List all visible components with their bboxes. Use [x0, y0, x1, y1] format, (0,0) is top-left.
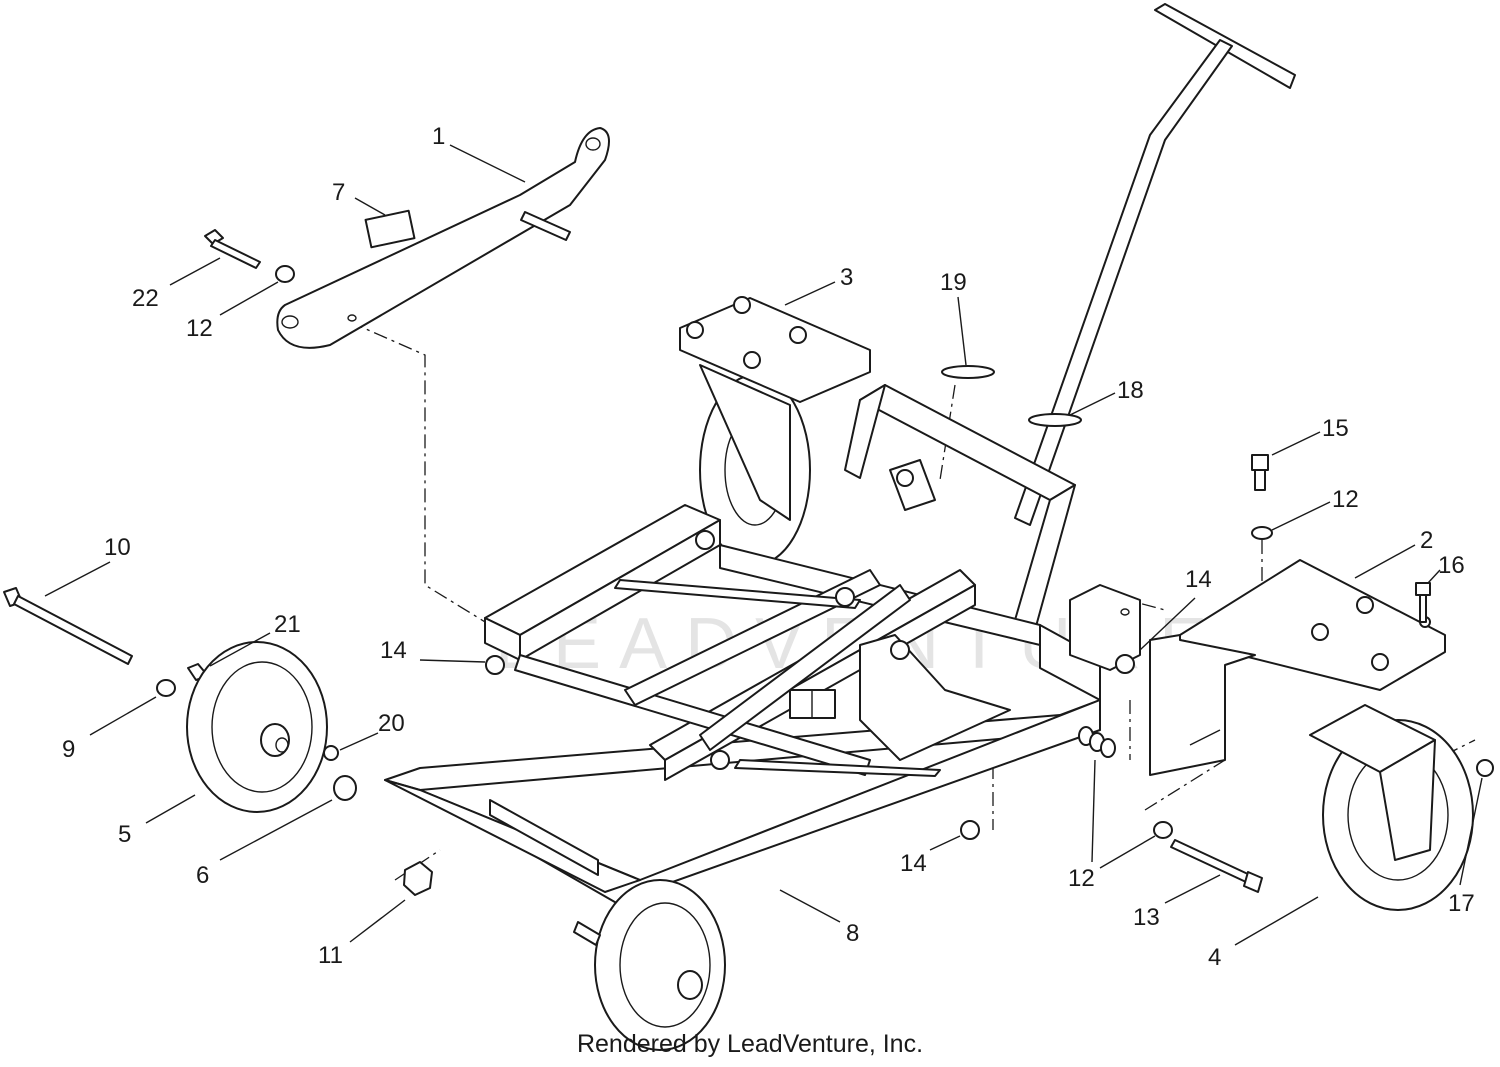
part-14-nut-right	[1115, 654, 1135, 674]
callout-14-lower: 14	[900, 850, 927, 877]
part-9-washer	[156, 679, 176, 697]
part-16-bolt	[1415, 582, 1431, 623]
part-11-nut	[403, 861, 433, 896]
callout-3: 3	[840, 264, 853, 291]
callout-1: 1	[432, 123, 445, 150]
callout-16: 16	[1438, 552, 1465, 579]
part-1-lift-bar	[276, 127, 610, 349]
part-8-frame	[384, 504, 1141, 906]
callout-12-right: 12	[1332, 486, 1359, 513]
part-12-washer-top	[275, 265, 295, 283]
part-6-spacer	[333, 775, 357, 801]
part-4-caster-wheel	[1309, 704, 1474, 911]
part-17-nut	[1476, 759, 1494, 777]
callout-14-center: 14	[380, 637, 407, 664]
part-13-bolt-shank	[1170, 839, 1251, 883]
leader-lines	[44, 144, 1483, 946]
callout-11: 11	[318, 942, 343, 969]
part-5-front-wheel	[186, 641, 328, 813]
callout-14-right: 14	[1185, 566, 1212, 593]
callout-10: 10	[104, 534, 131, 561]
callout-21: 21	[274, 611, 301, 638]
part-13-bolt-head	[1243, 871, 1263, 893]
part-20-fitting	[323, 745, 339, 761]
callout-15: 15	[1322, 415, 1349, 442]
callout-5: 5	[118, 821, 131, 848]
part-handle	[844, 3, 1296, 631]
callout-6: 6	[196, 862, 209, 889]
callout-18: 18	[1117, 377, 1144, 404]
part-2-caster-plate	[1149, 559, 1446, 776]
callout-22: 22	[132, 285, 159, 312]
part-12-washer-bottom	[1153, 821, 1173, 839]
callout-2: 2	[1420, 527, 1433, 554]
callout-12-top: 12	[186, 315, 213, 342]
part-12-washer-right	[1251, 526, 1273, 540]
callout-13: 13	[1133, 904, 1160, 931]
part-10-axle-bolt	[3, 587, 133, 665]
callout-7: 7	[332, 179, 345, 206]
part-scissor-linkage	[514, 530, 1011, 781]
part-15-bolt	[1251, 454, 1269, 491]
callout-8: 8	[846, 920, 859, 947]
part-22-bolt	[204, 229, 261, 269]
callout-4: 4	[1208, 944, 1221, 971]
callout-12-stack: 12	[1068, 865, 1095, 892]
part-12-washer-stack-c	[1100, 738, 1116, 758]
front-wheel-lower	[573, 879, 726, 1051]
part-3-rear-bracket	[679, 296, 871, 566]
callout-20: 20	[378, 710, 405, 737]
credit-line: Rendered by LeadVenture, Inc.	[576, 1030, 924, 1058]
part-14-nut-lower	[960, 820, 980, 840]
callout-19: 19	[940, 269, 967, 296]
callout-labels: 1 7 22 12 3 19 18 15 12 2 16 14 10 21 14…	[62, 123, 1475, 971]
part-18-disc	[1028, 413, 1082, 427]
part-7-decal	[364, 209, 416, 249]
callout-9: 9	[62, 736, 75, 763]
part-14-nut-center	[485, 655, 505, 675]
callout-17: 17	[1448, 890, 1475, 917]
part-19-disc	[941, 365, 995, 379]
